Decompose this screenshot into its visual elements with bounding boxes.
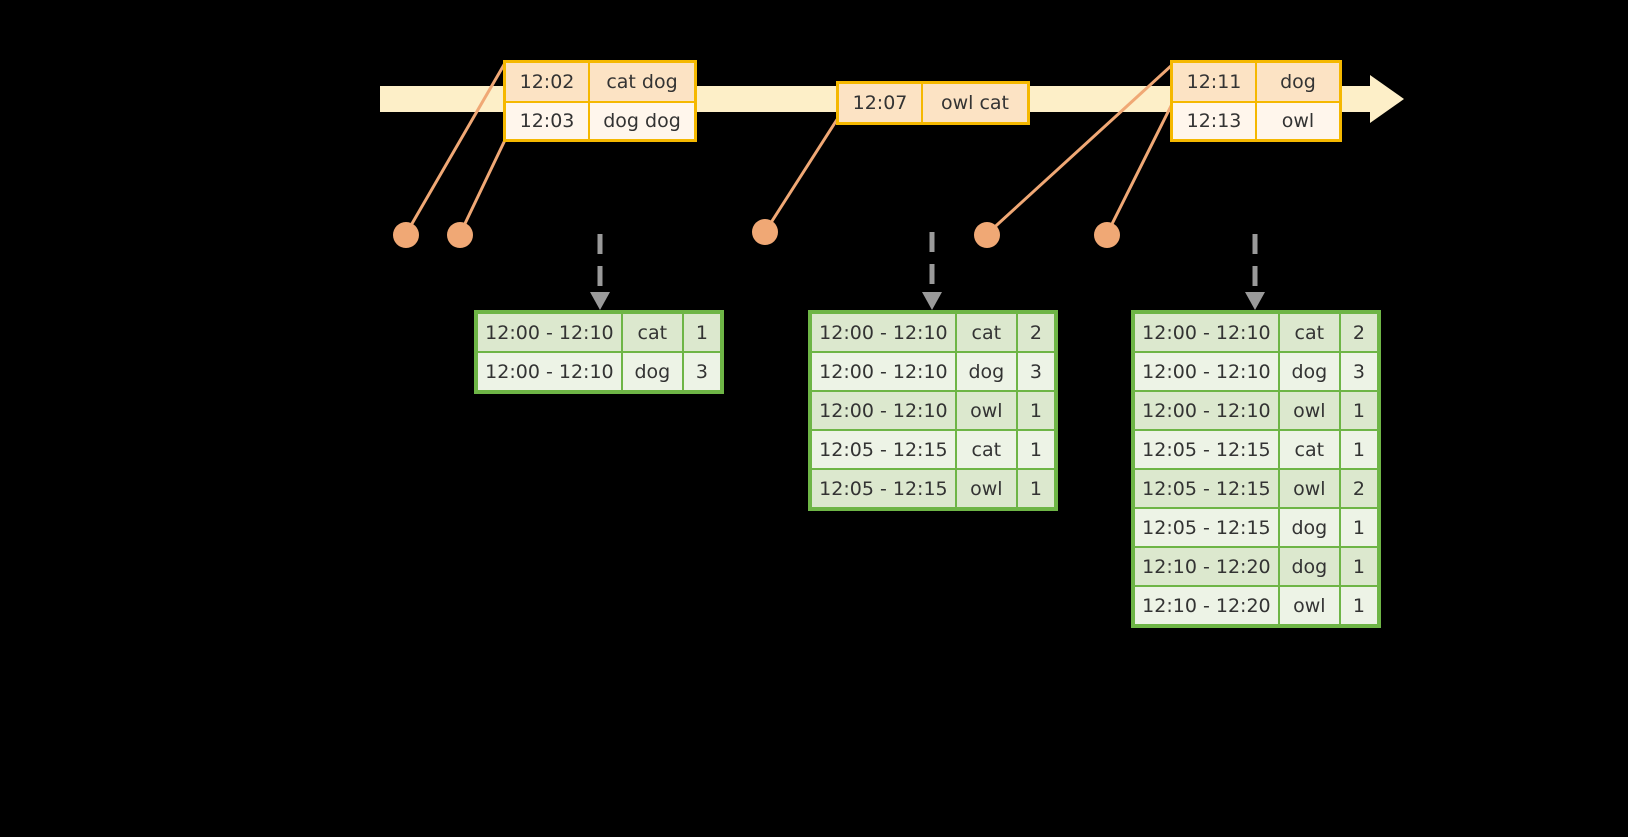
connector-line-4 [985, 63, 1174, 236]
event-row[interactable]: 12:02 cat dog [506, 63, 694, 101]
event-value: cat dog [590, 63, 694, 101]
key-cell: cat [956, 431, 1016, 468]
event-row[interactable]: 12:11 dog [1173, 63, 1339, 101]
key-cell: dog [1279, 353, 1339, 390]
count-cell: 2 [1340, 470, 1377, 507]
window-cell: 12:00 - 12:10 [478, 353, 621, 390]
event-row[interactable]: 12:13 owl [1173, 101, 1339, 139]
event-dot-4 [974, 222, 1000, 248]
window-cell: 12:05 - 12:15 [812, 431, 955, 468]
connector-line-2 [458, 139, 507, 235]
event-value: owl [1257, 103, 1339, 139]
key-cell: cat [956, 314, 1016, 351]
count-cell: 1 [1340, 431, 1377, 468]
key-cell: owl [1279, 470, 1339, 507]
count-cell: 1 [1017, 392, 1054, 429]
key-cell: dog [956, 353, 1016, 390]
dashed-arrow-2 [922, 232, 942, 310]
connector-line-1 [404, 62, 507, 235]
window-cell: 12:00 - 12:10 [812, 392, 955, 429]
event-group-1[interactable]: 12:02 cat dog 12:03 dog dog [503, 60, 697, 142]
event-dot-2 [447, 222, 473, 248]
window-cell: 12:00 - 12:10 [1135, 353, 1278, 390]
count-cell: 1 [1017, 470, 1054, 507]
event-group-3[interactable]: 12:11 dog 12:13 owl [1170, 60, 1342, 142]
count-cell: 1 [1340, 587, 1377, 624]
window-cell: 12:05 - 12:15 [1135, 509, 1278, 546]
window-cell: 12:05 - 12:15 [1135, 470, 1278, 507]
dashed-arrow-3 [1245, 234, 1265, 310]
key-cell: cat [622, 314, 682, 351]
event-time: 12:03 [506, 103, 590, 139]
count-cell: 1 [1340, 392, 1377, 429]
key-cell: owl [956, 392, 1016, 429]
event-dot-3 [752, 219, 778, 245]
key-cell: dog [1279, 509, 1339, 546]
count-cell: 1 [1340, 509, 1377, 546]
window-cell: 12:00 - 12:10 [1135, 314, 1278, 351]
count-cell: 1 [1340, 548, 1377, 585]
timeline-bar-segment-4 [1338, 86, 1374, 112]
window-cell: 12:05 - 12:15 [1135, 431, 1278, 468]
event-row[interactable]: 12:03 dog dog [506, 101, 694, 139]
connector-line-5 [1105, 103, 1174, 235]
event-dot-1 [393, 222, 419, 248]
event-row[interactable]: 12:07 owl cat [839, 84, 1027, 122]
timeline-bar-segment-2 [694, 86, 836, 112]
window-cell: 12:10 - 12:20 [1135, 587, 1278, 624]
window-cell: 12:05 - 12:15 [812, 470, 955, 507]
event-time: 12:07 [839, 84, 923, 122]
count-cell: 3 [1340, 353, 1377, 390]
window-cell: 12:00 - 12:10 [812, 314, 955, 351]
key-cell: cat [1279, 314, 1339, 351]
window-cell: 12:00 - 12:10 [812, 353, 955, 390]
key-cell: dog [1279, 548, 1339, 585]
dashed-arrow-1 [590, 234, 610, 310]
count-cell: 2 [1340, 314, 1377, 351]
timeline-arrowhead-icon [1370, 75, 1404, 123]
event-value: owl cat [923, 84, 1027, 122]
event-dot-5 [1094, 222, 1120, 248]
count-cell: 1 [1017, 431, 1054, 468]
window-cell: 12:00 - 12:10 [1135, 392, 1278, 429]
key-cell: owl [1279, 392, 1339, 429]
key-cell: owl [956, 470, 1016, 507]
event-time: 12:13 [1173, 103, 1257, 139]
window-cell: 12:00 - 12:10 [478, 314, 621, 351]
key-cell: dog [622, 353, 682, 390]
event-value: dog [1257, 63, 1339, 101]
count-cell: 3 [1017, 353, 1054, 390]
event-time: 12:02 [506, 63, 590, 101]
key-cell: cat [1279, 431, 1339, 468]
window-cell: 12:10 - 12:20 [1135, 548, 1278, 585]
key-cell: owl [1279, 587, 1339, 624]
count-cell: 2 [1017, 314, 1054, 351]
event-time: 12:11 [1173, 63, 1257, 101]
count-cell: 3 [683, 353, 720, 390]
connector-line-3 [763, 117, 840, 233]
event-group-2[interactable]: 12:07 owl cat [836, 81, 1030, 125]
count-cell: 1 [683, 314, 720, 351]
event-value: dog dog [590, 103, 694, 139]
